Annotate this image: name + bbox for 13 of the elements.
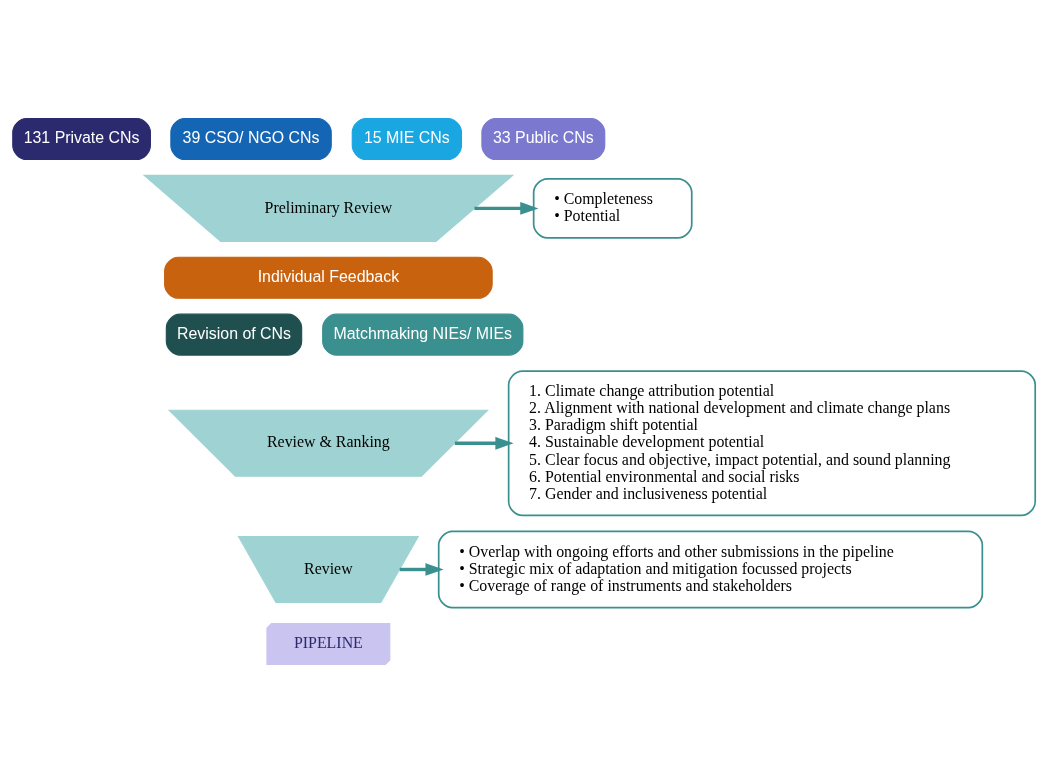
node-box: 15 MIE CNs [351, 118, 462, 161]
arrow [399, 563, 444, 576]
node-box: • Overlap with ongoing efforts and other submissions in the pipeline • Strategic mix of adaptation and mitigation focussed projects • Coverage of range of instruments and stakeholders [437, 530, 984, 609]
node-box: 131 Private CNs [12, 118, 151, 161]
node-box: • Completeness • Potential [532, 177, 693, 239]
arrow [474, 202, 539, 215]
node-box: 1. Climate change attribution potential 2. Alignment with national development and climate change plans 3. Paradigm shift potential 4. Sustainable development potential 5. Clear focus and objective, impact potential, and sound planning 6. Potential environmental and social risks 7. Gender and inclusiveness potential [507, 370, 1037, 517]
node-box: 39 CSO/ NGO CNs [170, 118, 332, 161]
node-box: Individual Feedback [164, 256, 493, 299]
node-box: Matchmaking NIEs/ MIEs [322, 313, 524, 356]
arrow [454, 436, 514, 450]
node-box: Revision of CNs [165, 313, 303, 356]
node-box: 33 Public CNs [481, 118, 606, 161]
